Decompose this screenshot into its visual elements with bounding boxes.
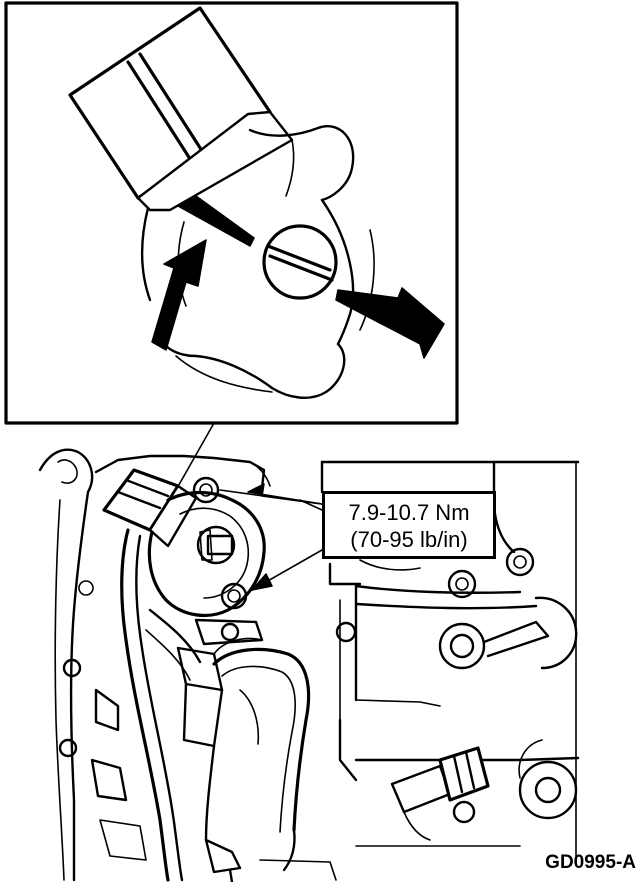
bolt-icon	[505, 547, 535, 577]
detail-shaft	[262, 224, 338, 300]
sensor-connector	[102, 468, 198, 548]
lever-bracket	[176, 618, 264, 748]
detail-inset-frame	[4, 1, 459, 425]
case-rib	[99, 819, 147, 861]
bolt-icon	[447, 569, 477, 599]
figure-code: GD0995-A	[545, 852, 636, 873]
mounting-bolt-icon	[192, 476, 220, 504]
torque-callout: 7.9-10.7 Nm (70-95 lb/in)	[322, 491, 496, 559]
bolt-icon	[335, 621, 357, 643]
bolt-icon	[62, 658, 82, 678]
bolt-icon	[58, 738, 78, 758]
leader-arrow-icon	[247, 483, 323, 505]
detail-connector	[68, 6, 294, 212]
bolt-icon	[452, 800, 476, 824]
bolt-icon	[78, 580, 94, 596]
neutral-safety-switch	[147, 476, 266, 618]
valve-body	[299, 460, 580, 847]
pressure-plug-icon	[518, 760, 578, 820]
arrow-icon	[151, 239, 207, 351]
bolt-icon	[220, 622, 240, 642]
mounting-bolt-icon	[220, 582, 248, 610]
shift-lever-arm	[204, 647, 311, 882]
case-rib	[259, 859, 337, 881]
wiring-harness	[120, 528, 202, 882]
torque-imperial: (70-95 lb/in)	[350, 527, 468, 552]
arrow-icon	[177, 195, 255, 247]
leader-arrow-icon	[251, 573, 273, 591]
torque-metric: 7.9-10.7 Nm	[348, 500, 470, 525]
accumulator-plug-icon	[438, 622, 486, 670]
solenoid-connector	[390, 746, 490, 841]
transmission-case	[38, 448, 271, 882]
arrow-icon	[335, 287, 445, 359]
